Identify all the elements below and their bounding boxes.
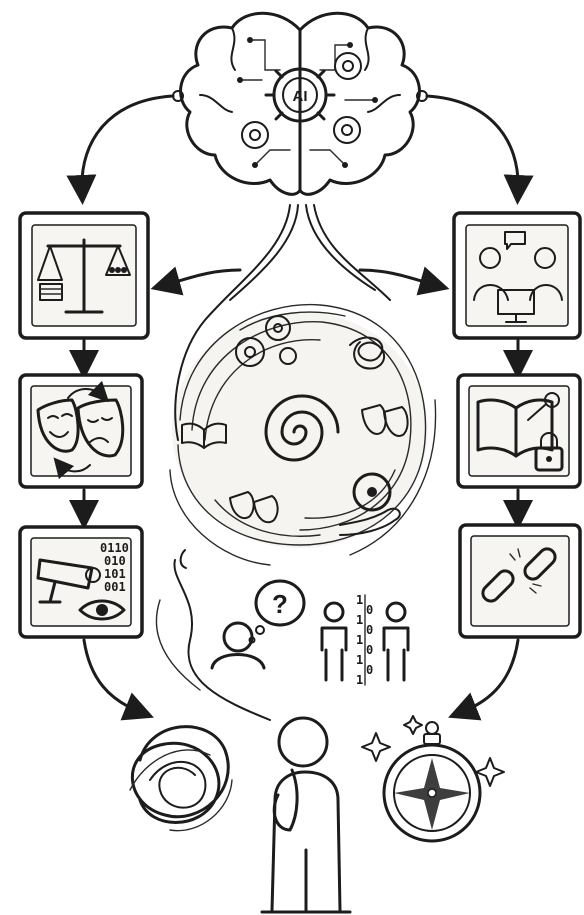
binary-column: 1 0 1 0 1 0 1 0 1 bbox=[356, 593, 373, 687]
panel-surveillance: 0110 010 101 001 bbox=[20, 527, 142, 637]
svg-text:0: 0 bbox=[366, 603, 373, 617]
svg-text:101: 101 bbox=[104, 567, 126, 581]
panel-justice-scales bbox=[20, 213, 148, 338]
svg-text:0: 0 bbox=[366, 643, 373, 657]
svg-text:1: 1 bbox=[356, 633, 363, 647]
svg-text:0: 0 bbox=[366, 623, 373, 637]
svg-text:1: 1 bbox=[356, 613, 363, 627]
svg-text:1: 1 bbox=[356, 673, 363, 687]
tangled-knot-icon bbox=[130, 727, 232, 831]
svg-text:010: 010 bbox=[104, 554, 126, 568]
panel-theater-masks bbox=[20, 375, 142, 487]
svg-text:1: 1 bbox=[356, 653, 363, 667]
pensive-person-figure bbox=[262, 718, 350, 912]
svg-text:0110: 0110 bbox=[100, 541, 129, 555]
compass-icon bbox=[384, 722, 480, 841]
ai-label: AI bbox=[293, 88, 308, 105]
panel-open-book-lock bbox=[458, 375, 580, 487]
panel-broken-chain bbox=[460, 525, 580, 637]
svg-text:1: 1 bbox=[356, 593, 363, 607]
question-mark: ? bbox=[272, 589, 288, 619]
svg-text:0: 0 bbox=[366, 663, 373, 677]
binary-code: 0110 010 101 001 bbox=[100, 541, 129, 594]
panel-collaboration bbox=[454, 213, 580, 338]
svg-text:001: 001 bbox=[104, 580, 126, 594]
